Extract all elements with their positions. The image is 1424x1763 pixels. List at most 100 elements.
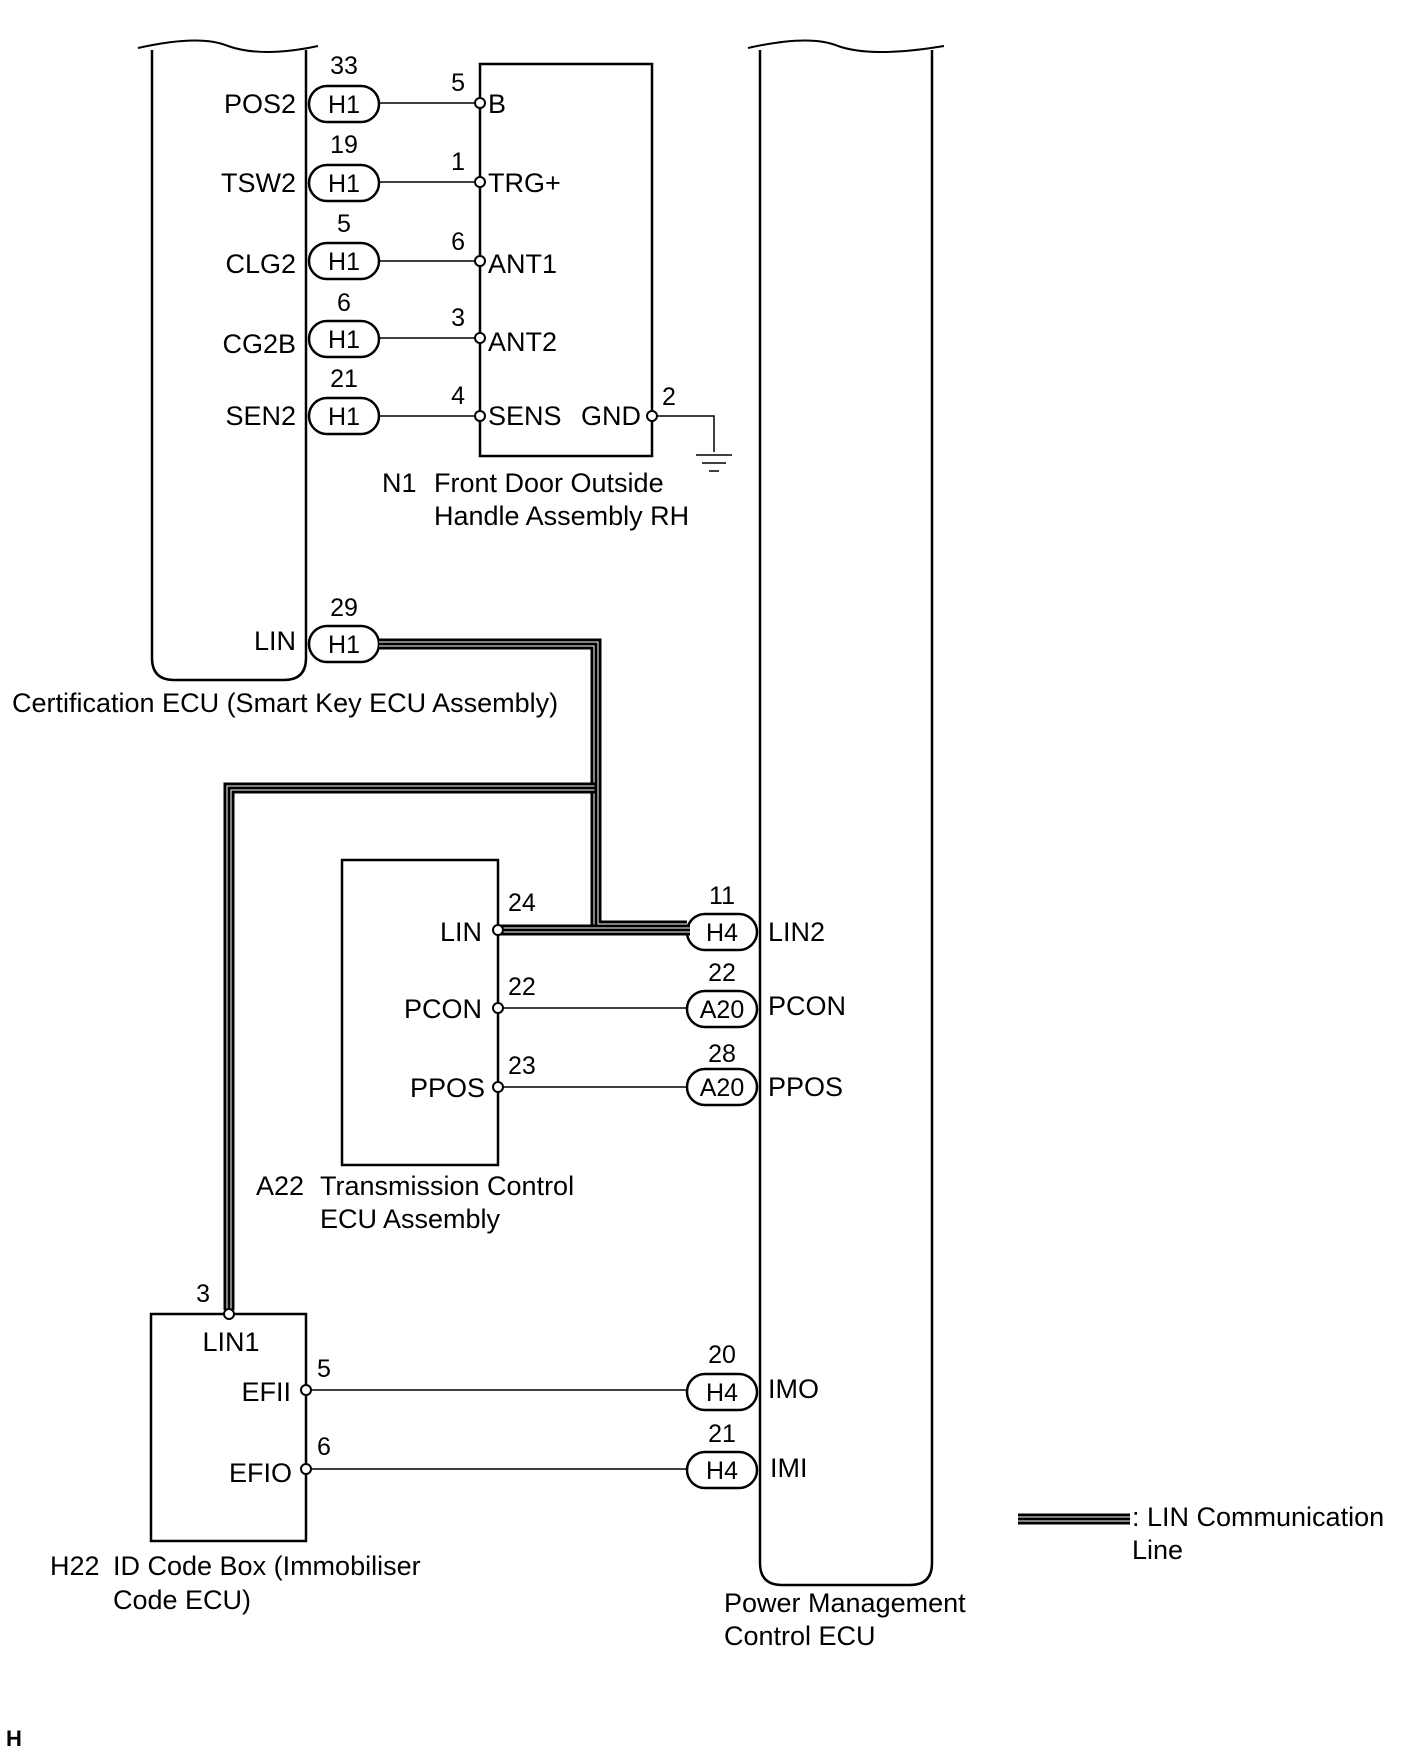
cert-pin-label-lin: LIN bbox=[254, 626, 296, 656]
cert-pin-num-19: 19 bbox=[330, 131, 358, 159]
connector-h4-imo bbox=[685, 1372, 759, 1412]
handle-pin-label-trg: TRG+ bbox=[488, 168, 561, 198]
connector-a20-pcon-label: A20 bbox=[700, 996, 744, 1024]
cert-pin-num-29: 29 bbox=[330, 594, 358, 622]
connector-h1-pos2-label: H1 bbox=[328, 91, 360, 119]
trans-pin-label-ppos: PPOS bbox=[410, 1073, 485, 1103]
connector-h1-tsw2-label: H1 bbox=[328, 170, 360, 198]
power-mgmt-ecu-title-2: Control ECU bbox=[724, 1621, 876, 1651]
pm-pin-num-22: 22 bbox=[708, 959, 736, 987]
pm-pin-num-21: 21 bbox=[708, 1420, 736, 1448]
handle-assembly-code: N1 bbox=[382, 468, 417, 498]
transmission-ecu: LIN PCON PPOS 24 22 23 A22 Transmission … bbox=[256, 858, 687, 1234]
cert-pin-label-clg2: CLG2 bbox=[225, 249, 296, 279]
trans-pin-num-23: 23 bbox=[508, 1052, 536, 1080]
terminal-efio bbox=[300, 1463, 312, 1475]
terminal-ant2 bbox=[474, 332, 486, 344]
idbox-pin-num-5: 5 bbox=[317, 1355, 331, 1383]
id-code-box-title-1: ID Code Box (Immobiliser bbox=[113, 1551, 421, 1581]
handle-pin-num-2: 2 bbox=[662, 383, 676, 411]
trans-pin-num-22: 22 bbox=[508, 973, 536, 1001]
power-mgmt-ecu-break-top bbox=[747, 39, 945, 53]
connector-h1-cg2b bbox=[307, 319, 381, 359]
connector-h1-tsw2 bbox=[307, 163, 381, 203]
ground-wire bbox=[657, 415, 715, 452]
pm-pin-label-pcon: PCON bbox=[768, 991, 846, 1021]
ground-icon bbox=[696, 454, 732, 472]
cert-pin-label-cg2b: CG2B bbox=[222, 329, 296, 359]
terminal-trg bbox=[474, 176, 486, 188]
id-code-box: 3 5 6 LIN1 EFII EFIO H22 ID Code Box (Im… bbox=[50, 1280, 687, 1615]
terminal-trans-lin bbox=[492, 924, 504, 936]
pm-pin-num-11: 11 bbox=[709, 882, 735, 910]
handle-assembly-title-2: Handle Assembly RH bbox=[434, 501, 689, 531]
idbox-pin-label-efio: EFIO bbox=[229, 1458, 292, 1488]
trans-pin-label-lin: LIN bbox=[440, 917, 482, 947]
certification-ecu-body bbox=[150, 50, 308, 682]
idbox-pin-num-3: 3 bbox=[196, 1280, 210, 1308]
handle-pin-label-ant1: ANT1 bbox=[488, 249, 557, 279]
lin-bus bbox=[223, 638, 690, 1310]
certification-ecu-title: Certification ECU (Smart Key ECU Assembl… bbox=[12, 688, 558, 718]
id-code-box-code: H22 bbox=[50, 1551, 100, 1581]
cert-pin-num-21: 21 bbox=[330, 365, 358, 393]
certification-ecu-break-top bbox=[137, 39, 319, 53]
lin-bus-core bbox=[227, 642, 690, 1310]
handle-pin-num-6: 6 bbox=[451, 228, 465, 256]
footer-mark: H bbox=[6, 1726, 22, 1751]
handle-pin-label-b: B bbox=[488, 89, 506, 119]
handle-pin-label-sens: SENS bbox=[488, 401, 562, 431]
pm-pin-num-20: 20 bbox=[708, 1341, 736, 1369]
handle-pin-label-gnd: GND bbox=[581, 401, 641, 431]
terminal-ant1 bbox=[474, 255, 486, 267]
terminal-b bbox=[474, 97, 486, 109]
terminal-lin1 bbox=[223, 1308, 235, 1320]
handle-pin-num-4: 4 bbox=[451, 382, 465, 410]
pm-pin-label-lin2: LIN2 bbox=[768, 917, 825, 947]
connector-h1-sen2-label: H1 bbox=[328, 403, 360, 431]
transmission-ecu-title-2: ECU Assembly bbox=[320, 1204, 501, 1234]
legend: : LIN Communication Line bbox=[1018, 1502, 1384, 1565]
connector-h1-lin-label: H1 bbox=[328, 631, 360, 659]
idbox-pin-num-6: 6 bbox=[317, 1433, 331, 1461]
cert-pin-num-6: 6 bbox=[337, 289, 351, 317]
connector-h1-clg2-label: H1 bbox=[328, 248, 360, 276]
cert-pin-label-pos2: POS2 bbox=[224, 89, 296, 119]
terminal-sens bbox=[474, 410, 486, 422]
pm-pin-label-imi: IMI bbox=[770, 1453, 808, 1483]
handle-pin-num-5: 5 bbox=[451, 69, 465, 97]
id-code-box-title-2: Code ECU) bbox=[113, 1585, 251, 1615]
handle-assembly: 5 1 6 3 4 2 B TRG+ ANT1 ANT2 SENS GND N1… bbox=[379, 62, 732, 531]
cert-pin-label-tsw2: TSW2 bbox=[221, 168, 296, 198]
handle-pin-num-3: 3 bbox=[451, 304, 465, 332]
pm-pin-label-imo: IMO bbox=[768, 1374, 819, 1404]
connector-a20-pcon bbox=[685, 989, 759, 1029]
certification-ecu: Certification ECU (Smart Key ECU Assembl… bbox=[12, 39, 558, 718]
connector-h4-imi bbox=[685, 1450, 759, 1490]
connector-a20-ppos-label: A20 bbox=[700, 1074, 744, 1102]
power-mgmt-ecu-body bbox=[758, 50, 934, 1587]
connector-h1-cg2b-label: H1 bbox=[328, 326, 360, 354]
handle-pin-num-1: 1 bbox=[451, 148, 465, 176]
pm-pin-num-28: 28 bbox=[708, 1040, 736, 1068]
idbox-pin-label-lin1: LIN1 bbox=[202, 1327, 259, 1357]
cert-pin-label-sen2: SEN2 bbox=[225, 401, 296, 431]
terminal-gnd bbox=[646, 410, 658, 422]
trans-pin-num-24: 24 bbox=[508, 889, 536, 917]
handle-assembly-title-1: Front Door Outside bbox=[434, 468, 664, 498]
transmission-ecu-title-1: Transmission Control bbox=[320, 1171, 574, 1201]
terminal-efii bbox=[300, 1384, 312, 1396]
power-mgmt-ecu: Power Management Control ECU H4 11 LIN2 … bbox=[685, 39, 966, 1651]
trans-pin-label-pcon: PCON bbox=[404, 994, 482, 1024]
power-mgmt-ecu-title-1: Power Management bbox=[724, 1588, 966, 1618]
transmission-ecu-code: A22 bbox=[256, 1171, 304, 1201]
connector-h4-lin2-label: H4 bbox=[706, 919, 738, 947]
handle-pin-label-ant2: ANT2 bbox=[488, 327, 557, 357]
cert-pin-num-5: 5 bbox=[337, 210, 351, 238]
terminal-trans-pcon bbox=[492, 1002, 504, 1014]
connector-h4-imo-label: H4 bbox=[706, 1379, 738, 1407]
pm-pin-label-ppos: PPOS bbox=[768, 1072, 843, 1102]
idbox-pin-label-efii: EFII bbox=[241, 1377, 291, 1407]
connector-h4-imi-label: H4 bbox=[706, 1457, 738, 1485]
legend-text-2: Line bbox=[1132, 1535, 1183, 1565]
